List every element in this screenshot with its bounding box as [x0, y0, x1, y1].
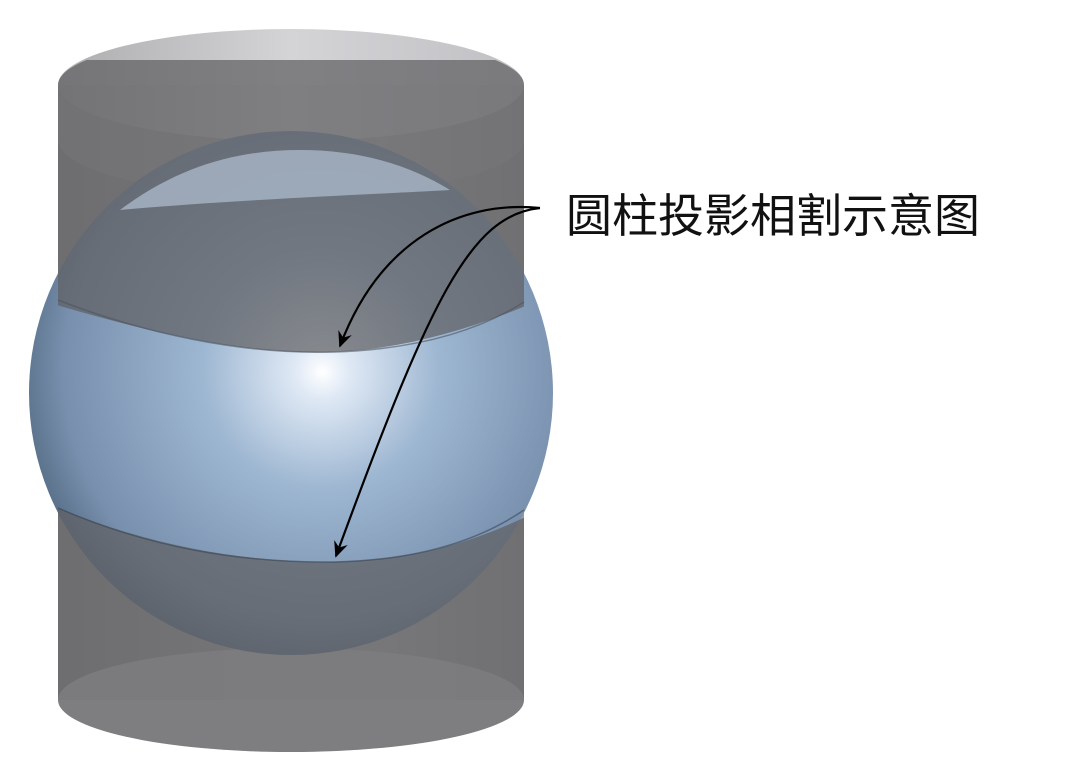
lower-secant-circle: [57, 507, 525, 563]
lower-cap-shade: [58, 500, 524, 752]
cylinder-overlay: [58, 60, 524, 752]
arrow-upper: [338, 205, 541, 348]
upper-cap-shade: [58, 60, 524, 353]
arrows: [334, 205, 541, 558]
arrow-lower: [334, 206, 541, 558]
upper-secant-circle: [57, 299, 525, 354]
figure-label: 圆柱投影相割示意图: [566, 189, 980, 243]
sphere-top-visible: [120, 150, 450, 210]
